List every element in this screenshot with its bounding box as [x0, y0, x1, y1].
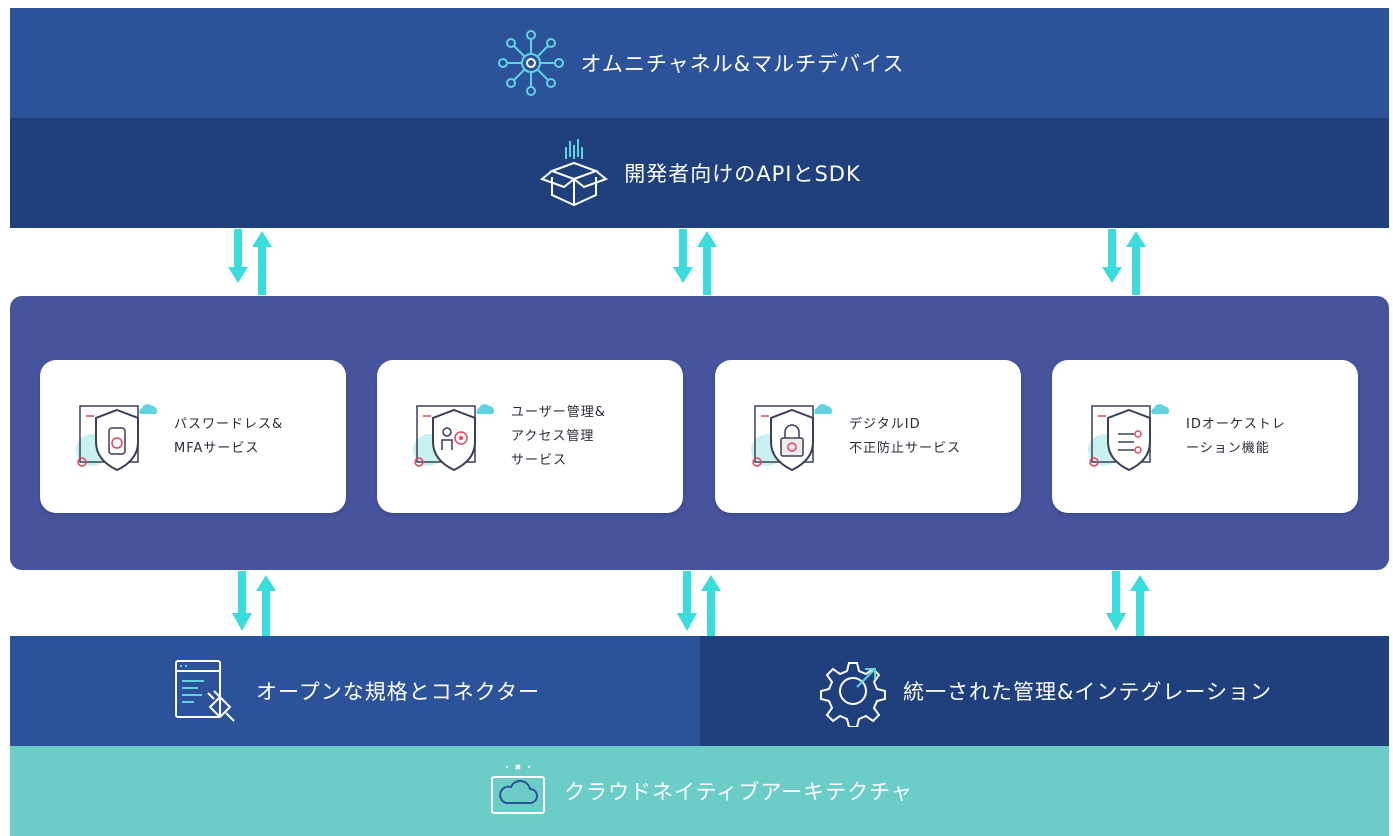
cloud-native-title: クラウドネイティブアーキテクチャ	[564, 780, 913, 804]
api-sdk-title: 開発者向けのAPIとSDK	[624, 162, 861, 186]
arrow-down-icon	[228, 229, 248, 283]
orchestration-shield-icon	[1088, 403, 1169, 471]
code-plug-icon	[170, 655, 242, 727]
arrow-down-icon	[677, 571, 697, 631]
arrow-up-icon	[697, 231, 717, 295]
user-shield-icon	[413, 403, 494, 471]
service-card-orchestration: IDオーケストレ ーション機能	[1052, 360, 1358, 513]
bottom-center-arrows	[677, 571, 721, 636]
network-hub-icon	[495, 27, 567, 99]
bottom-left-arrows	[232, 571, 276, 636]
open-standards-layer: オープンな規格とコネクター	[10, 636, 700, 746]
cloud-native-layer: クラウドネイティブアーキテクチャ	[10, 746, 1389, 836]
lock-shield-icon	[751, 403, 832, 471]
service-card-user-access: ユーザー管理& アクセス管理 サービス	[377, 360, 683, 513]
top-left-arrows	[228, 229, 272, 295]
arrow-up-icon	[252, 231, 272, 295]
fingerprint-shield-icon	[76, 403, 157, 471]
service-label: IDオーケストレ ーション機能	[1186, 416, 1286, 456]
services-platform: パスワードレス& MFAサービス ユーザー管理& アクセス管理 サービス	[10, 296, 1389, 570]
arrow-up-icon	[1130, 575, 1150, 636]
cloud-icon	[486, 759, 550, 823]
arrow-up-icon	[1126, 231, 1146, 295]
arrow-down-icon	[673, 229, 693, 283]
arrow-down-icon	[232, 571, 252, 631]
arrow-up-icon	[256, 575, 276, 636]
service-card-digital-id: デジタルID 不正防止サービス	[715, 360, 1021, 513]
open-box-icon	[538, 137, 610, 209]
api-sdk-layer: 開発者向けのAPIとSDK	[10, 118, 1389, 228]
unified-management-title: 統一された管理&インテグレーション	[903, 680, 1272, 704]
gear-icon	[817, 655, 889, 727]
arrow-up-icon	[701, 575, 721, 636]
bottom-right-arrows	[1106, 571, 1150, 636]
top-right-arrows	[1102, 229, 1146, 295]
top-center-arrows	[673, 229, 717, 295]
omnichannel-layer: オムニチャネル&マルチデバイス	[10, 8, 1389, 118]
service-label: デジタルID 不正防止サービス	[849, 416, 962, 456]
open-standards-title: オープンな規格とコネクター	[256, 680, 540, 704]
service-label: ユーザー管理& アクセス管理 サービス	[511, 404, 606, 468]
arrow-down-icon	[1106, 571, 1126, 631]
omnichannel-title: オムニチャネル&マルチデバイス	[580, 52, 905, 76]
arrow-down-icon	[1102, 229, 1122, 283]
service-label: パスワードレス& MFAサービス	[174, 416, 284, 456]
service-card-passwordless: パスワードレス& MFAサービス	[40, 360, 346, 513]
unified-management-layer: 統一された管理&インテグレーション	[700, 636, 1389, 746]
